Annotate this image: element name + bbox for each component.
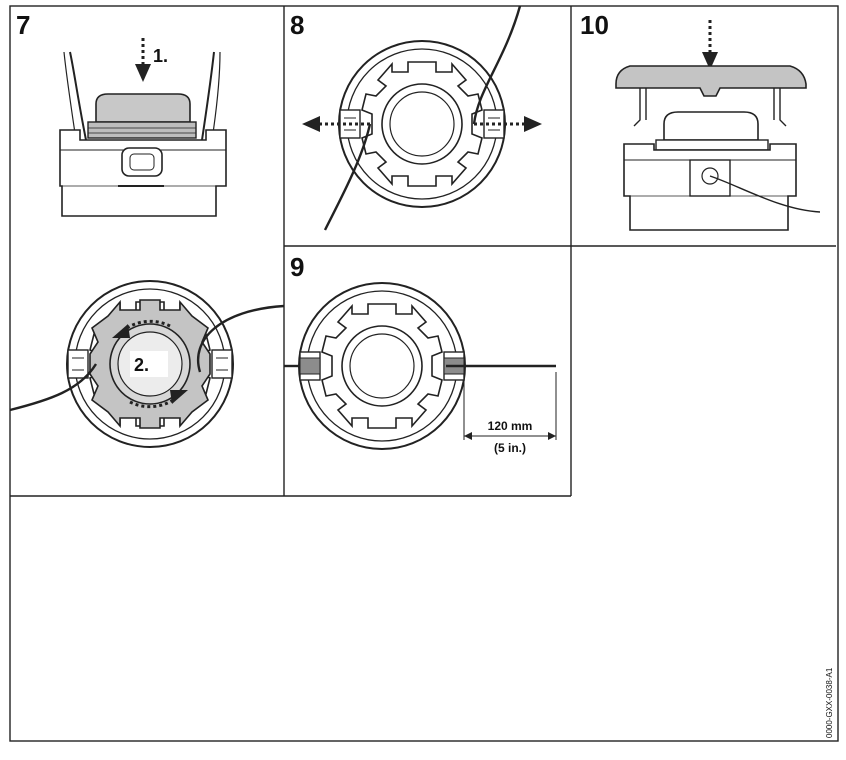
trimmer-head-side-view: [59, 38, 227, 217]
callout-1: 1.: [153, 46, 168, 66]
panel-8: 8: [290, 5, 542, 231]
panel-9: 9 120 mm (5 in.): [284, 252, 557, 455]
step-9-label: 9: [290, 252, 304, 282]
spool-line-length-view: [298, 282, 466, 450]
dimension-mm-label: 120 mm: [488, 419, 533, 433]
figure-code: 0000-GXX-0038-A1: [825, 667, 834, 738]
spool-rotation-view: [66, 280, 234, 448]
panel-7: 7 1.: [9, 10, 285, 448]
step-8-label: 8: [290, 10, 304, 40]
panel-grid: [9, 5, 839, 742]
panel-10: 10: [580, 10, 821, 231]
callout-2: 2.: [134, 355, 149, 375]
cover-installation-view: [615, 20, 821, 231]
step-10-label: 10: [580, 10, 609, 40]
dimension-inch-label: (5 in.): [494, 441, 526, 455]
dimension-120mm: [463, 372, 557, 440]
step-7-label: 7: [16, 10, 30, 40]
